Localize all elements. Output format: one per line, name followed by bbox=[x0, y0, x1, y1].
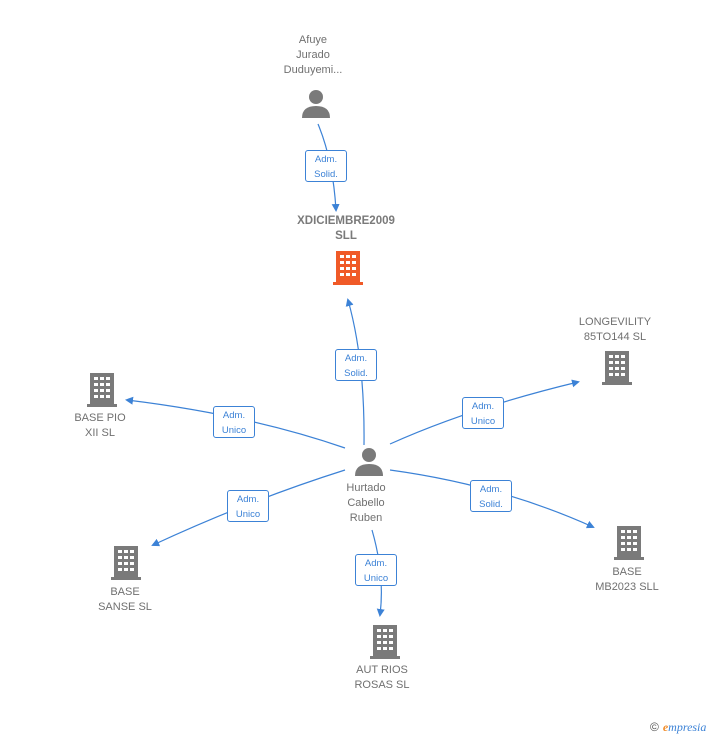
building-icon[interactable] bbox=[602, 351, 632, 385]
role-label-center-to-autrios: Adm. Unico bbox=[355, 554, 397, 586]
building-icon[interactable] bbox=[111, 546, 141, 580]
brand-initial: e bbox=[662, 720, 669, 734]
role-label-center-to-basemb: Adm. Solid. bbox=[470, 480, 512, 512]
building-icon[interactable] bbox=[614, 526, 644, 560]
node-label-basesanse[interactable]: BASE SANSE SL bbox=[98, 586, 152, 613]
copyright-symbol: © bbox=[650, 720, 659, 734]
node-label-person-center[interactable]: Hurtado Cabello Ruben bbox=[346, 482, 386, 524]
node-label-autrios[interactable]: AUT RIOS ROSAS SL bbox=[354, 664, 410, 691]
node-label-company-main[interactable]: XDICIEMBRE2009 SLL bbox=[297, 215, 395, 242]
building-icon-focus[interactable] bbox=[333, 251, 363, 285]
role-label-center-to-longevility: Adm. Unico bbox=[462, 397, 504, 429]
person-icon[interactable] bbox=[301, 88, 331, 118]
empresia-footer: ©empresia bbox=[650, 720, 706, 735]
role-label-center-to-basesanse: Adm. Unico bbox=[227, 490, 269, 522]
building-icon[interactable] bbox=[87, 373, 117, 407]
node-label-basepio[interactable]: BASE PIO XII SL bbox=[74, 412, 126, 439]
node-label-person-top[interactable]: Afuye Jurado Duduyemi... bbox=[283, 34, 343, 76]
role-label-top-to-main: Adm. Solid. bbox=[305, 150, 347, 182]
role-label-center-to-main: Adm. Solid. bbox=[335, 349, 377, 381]
brand-name: mpresia bbox=[668, 720, 707, 734]
building-icon[interactable] bbox=[370, 625, 400, 659]
node-label-basemb[interactable]: BASE MB2023 SLL bbox=[595, 566, 659, 593]
person-icon[interactable] bbox=[354, 446, 384, 476]
node-label-longevility[interactable]: LONGEVILITY 85TO144 SL bbox=[578, 316, 652, 343]
role-label-center-to-basepio: Adm. Unico bbox=[213, 406, 255, 438]
